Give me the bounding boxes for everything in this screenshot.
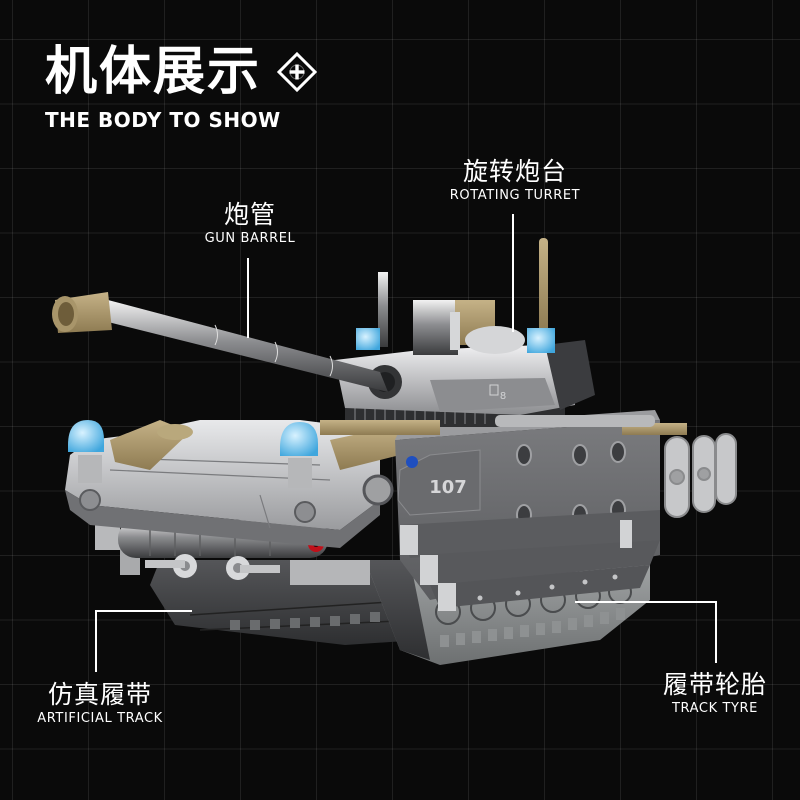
callout-rotating-turret-cn: 旋转炮台 xyxy=(462,157,567,186)
turret-marking: 8 xyxy=(500,391,506,402)
turret: 8 xyxy=(335,238,595,415)
callout-gun-barrel: 炮管 GUN BARREL xyxy=(180,200,320,248)
front-hull xyxy=(65,420,400,548)
page-header: 机体展示 THE BODY TO SHOW xyxy=(45,42,318,132)
callout-rotating-turret: 旋转炮台 ROTATING TURRET xyxy=(440,157,590,205)
leader-line-rotating-turret xyxy=(512,214,514,332)
callout-rotating-turret-en: ROTATING TURRET xyxy=(449,188,581,203)
hull-number: 107 xyxy=(429,477,467,498)
callout-artificial-track-en: ARTIFICIAL TRACK xyxy=(37,711,163,726)
callout-track-tyre-en: TRACK TYRE xyxy=(672,701,758,716)
headlight-left xyxy=(68,420,104,483)
page-subtitle: THE BODY TO SHOW xyxy=(45,108,281,132)
title-row: 机体展示 xyxy=(45,42,318,102)
callout-artificial-track-cn: 仿真履带 xyxy=(47,680,152,709)
callout-gun-barrel-cn: 炮管 xyxy=(223,200,276,229)
callout-track-tyre: 履带轮胎 TRACK TYRE xyxy=(650,670,780,718)
callout-gun-barrel-en: GUN BARREL xyxy=(204,231,296,246)
gun-barrel xyxy=(52,292,388,392)
leader-line-gun-barrel xyxy=(247,258,249,338)
callout-artificial-track: 仿真履带 ARTIFICIAL TRACK xyxy=(30,680,170,728)
leader-line-track-tyre-v xyxy=(715,601,717,663)
side-hull: 107 xyxy=(395,410,737,611)
diamond-plus-icon xyxy=(277,52,318,92)
leader-line-artificial-track-h xyxy=(95,610,192,612)
rear-track-links xyxy=(664,433,737,518)
leader-line-artificial-track-v xyxy=(95,610,97,672)
callout-track-tyre-cn: 履带轮胎 xyxy=(662,670,767,699)
page-title: 机体展示 xyxy=(45,42,262,102)
headlight-right xyxy=(280,422,318,488)
leader-line-track-tyre-h xyxy=(575,601,717,603)
